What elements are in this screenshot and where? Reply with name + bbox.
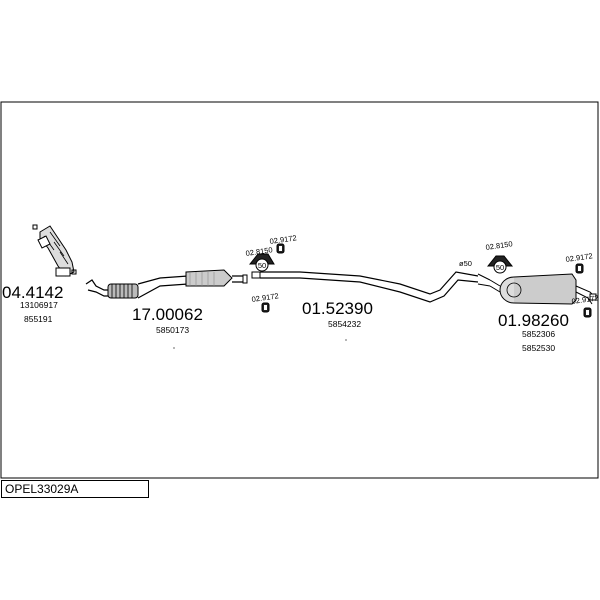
part-4-ref-2: 5852530 (522, 343, 555, 353)
fitting-b-right-top-label: 02.9172 (565, 251, 593, 264)
assembly-code-box: OPEL33029A (1, 480, 149, 498)
fitting-a-hanger[interactable]: 50 (248, 253, 275, 272)
fitting-a-top-clamp[interactable] (276, 243, 285, 254)
diagram-frame (0, 101, 599, 479)
part-1-ref-2: 855191 (24, 314, 53, 324)
fitting-b-hanger[interactable]: 50 (486, 255, 514, 274)
part-1-number: 04.4142 (2, 283, 63, 302)
part-front-pipe-catalyst[interactable] (85, 269, 248, 299)
svg-text:50: 50 (496, 263, 504, 272)
dot (345, 339, 347, 341)
part-3-ref-1: 5854232 (328, 319, 361, 329)
part-2-number: 17.00062 (132, 305, 203, 324)
fitting-b-right-bot-label: 02.9172 (571, 293, 599, 306)
part-catalyst-manifold[interactable] (32, 224, 77, 277)
part-4-number: 01.98260 (498, 311, 569, 330)
dot (173, 347, 175, 349)
fitting-a-bot-label: 02.9172 (251, 291, 279, 304)
part-rear-silencer[interactable] (489, 273, 597, 305)
fitting-b-mid-label: 02.8150 (485, 239, 513, 252)
diameter-annotation: ø50 (459, 259, 472, 268)
part-1-ref-1: 13106917 (20, 300, 58, 310)
assembly-code: OPEL33029A (5, 482, 79, 496)
fitting-a-bottom-clamp[interactable] (261, 302, 270, 313)
part-4-ref-1: 5852306 (522, 329, 555, 339)
part-3-number: 01.52390 (302, 299, 373, 318)
fitting-a-mid-label: 02.8150 (245, 245, 273, 258)
part-2-ref-1: 5850173 (156, 325, 189, 335)
fitting-b-bottom-clamp[interactable] (583, 307, 592, 318)
svg-text:50: 50 (258, 261, 266, 270)
fitting-b-top-clamp[interactable] (575, 263, 584, 274)
fitting-a-top-label: 02.9172 (269, 233, 297, 246)
part-middle-pipe[interactable] (251, 271, 491, 303)
